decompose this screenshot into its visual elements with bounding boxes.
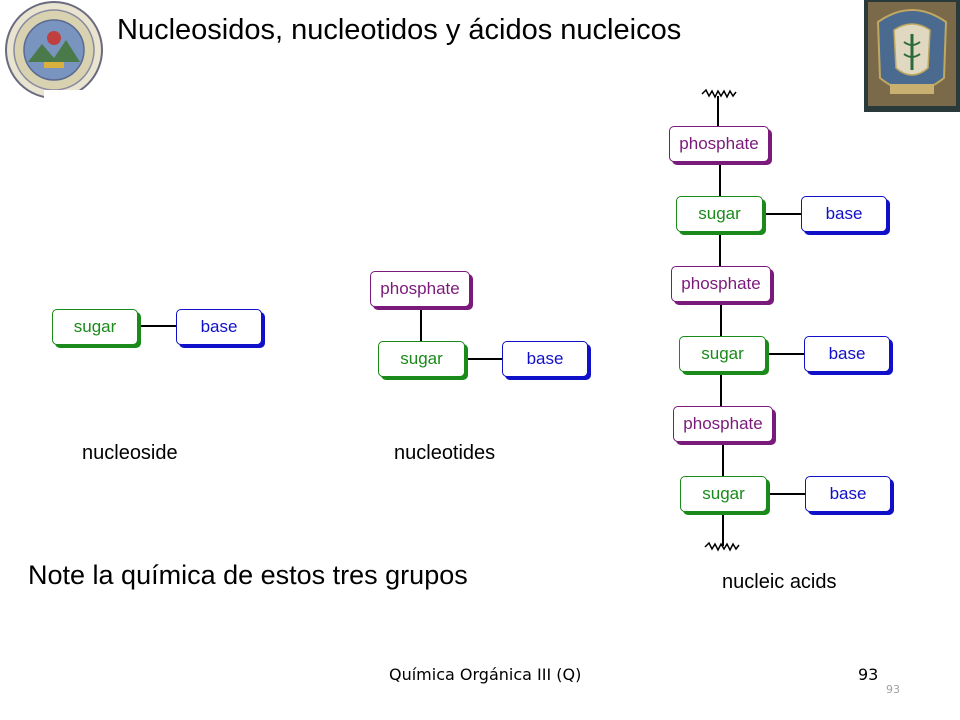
- caption-nucleoside: nucleoside: [82, 442, 178, 464]
- faculty-shield-logo: [864, 0, 960, 112]
- university-seal-logo: [5, 1, 112, 104]
- page-number: 93: [858, 665, 879, 684]
- backbone-segment-7: [722, 512, 724, 546]
- bond-acid-sugar3-base3: [767, 493, 805, 495]
- nucleic-acid-phosphate-box-1: phosphate: [669, 126, 769, 162]
- caption-nucleic-acids: nucleic acids: [722, 571, 837, 593]
- nucleotide-base-box: base: [502, 341, 588, 377]
- bond-acid-sugar1-base1: [763, 213, 801, 215]
- nucleoside-base-box: base: [176, 309, 262, 345]
- nucleic-acid-phosphate-box-2: phosphate: [671, 266, 771, 302]
- backbone-segment-2: [719, 162, 721, 196]
- backbone-segment-6: [722, 442, 724, 476]
- nucleic-acid-sugar-box-2: sugar: [679, 336, 766, 372]
- caption-nucleotides: nucleotides: [394, 442, 496, 464]
- footer-course: Química Orgánica III (Q): [389, 665, 582, 684]
- nucleotide-phosphate-box: phosphate: [370, 271, 470, 307]
- nucleic-acid-base-box-1: base: [801, 196, 887, 232]
- page-number-watermark: 93: [886, 683, 900, 696]
- nucleic-acid-sugar-box-1: sugar: [676, 196, 763, 232]
- nucleic-acid-base-box-2: base: [804, 336, 890, 372]
- chain-break-top: [701, 88, 737, 99]
- nucleoside-sugar-box: sugar: [52, 309, 138, 345]
- nucleic-acid-base-box-3: base: [805, 476, 891, 512]
- nucleotide-sugar-box: sugar: [378, 341, 465, 377]
- bond-nucleotide-phosphate-sugar: [420, 307, 422, 341]
- note-text: Note la química de estos tres grupos: [28, 560, 468, 590]
- slide-title: Nucleosidos, nucleotidos y ácidos nuclei…: [117, 14, 682, 46]
- bond-acid-sugar2-base2: [766, 353, 804, 355]
- backbone-segment-4: [720, 302, 722, 336]
- nucleic-acid-phosphate-box-3: phosphate: [673, 406, 773, 442]
- bond-nucleotide-sugar-base: [465, 358, 502, 360]
- backbone-segment-3: [719, 232, 721, 266]
- nucleic-acid-sugar-box-3: sugar: [680, 476, 767, 512]
- chain-break-bottom: [704, 541, 740, 552]
- backbone-segment-5: [720, 372, 722, 406]
- backbone-segment-1: [717, 96, 719, 126]
- bond-nucleoside-sugar-base: [138, 325, 176, 327]
